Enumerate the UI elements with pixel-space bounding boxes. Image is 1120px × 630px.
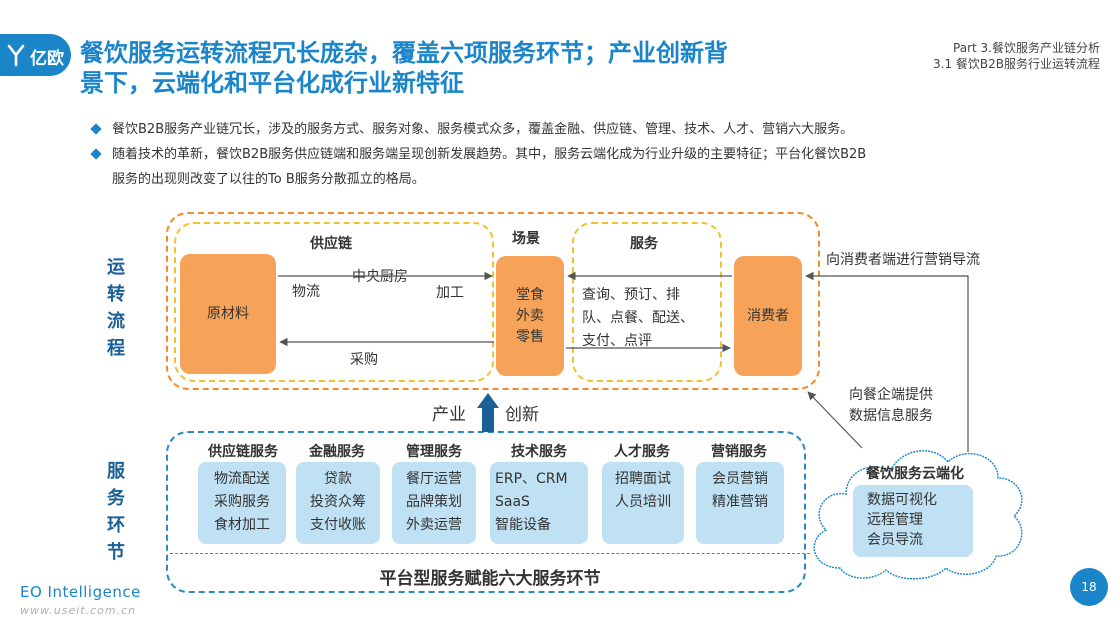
bullet-list: 餐饮B2B服务产业链冗长，涉及的服务方式、服务对象、服务模式众多，覆盖金融、供应… xyxy=(90,117,1072,192)
central-kitchen-label: 中央厨房 xyxy=(352,269,408,285)
service-group-title: 营销服务 xyxy=(711,444,767,460)
title-line-2: 景下，云端化和平台化成行业新特征 xyxy=(80,69,464,97)
bullet-item: 餐饮B2B服务产业链冗长，涉及的服务方式、服务对象、服务模式众多，覆盖金融、供应… xyxy=(90,117,1072,142)
supply-chain-label: 供应链 xyxy=(310,236,352,252)
section-indicator: Part 3.餐饮服务产业链分析 3.1 餐饮B2B服务行业运转流程 xyxy=(933,40,1100,72)
section-label-services: 服 务 环 节 xyxy=(107,461,125,563)
service-container xyxy=(572,222,722,382)
service-group-box: 贷款 投资众筹 支付收账 xyxy=(296,462,380,544)
supply-chain-container xyxy=(174,222,494,382)
section-label-operation: 运 转 流 程 xyxy=(107,257,125,359)
service-group-box: 会员营销 精准营销 xyxy=(696,462,784,544)
service-group-title: 技术服务 xyxy=(511,444,567,460)
cloud-title: 餐饮服务云端化 xyxy=(866,466,964,482)
data-service-label: 向餐企端提供 数据信息服务 xyxy=(849,387,933,424)
scene-box: 堂食 外卖 零售 xyxy=(496,256,564,376)
bullet-item-continuation: 服务的出现则改变了以往的To B服务分散孤立的格局。 xyxy=(112,172,425,187)
scene-label: 场景 xyxy=(512,231,540,247)
platform-label: 平台型服务赋能六大服务环节 xyxy=(379,569,601,589)
arrow-innovation-icon xyxy=(477,393,499,432)
page-number: 18 xyxy=(1070,568,1108,606)
logistics-label: 物流 xyxy=(292,284,320,300)
brand-footer: EO Intelligence xyxy=(20,583,141,601)
service-group-box: 餐厅运营 品牌策划 外卖运营 xyxy=(392,462,476,544)
service-group-title: 供应链服务 xyxy=(208,444,278,460)
purchase-label: 采购 xyxy=(350,352,378,368)
service-group-box: 物流配送 采购服务 食材加工 xyxy=(198,462,286,544)
service-label: 服务 xyxy=(630,236,658,252)
consumer-box: 消费者 xyxy=(734,256,802,376)
service-group-title: 金融服务 xyxy=(309,444,365,460)
watermark: www.useit.com.cn xyxy=(20,604,137,617)
subpart-label: 3.1 餐饮B2B服务行业运转流程 xyxy=(933,57,1100,71)
service-group-title: 管理服务 xyxy=(406,444,462,460)
processing-label: 加工 xyxy=(436,285,464,301)
service-group-box: ERP、CRM SaaS 智能设备 xyxy=(490,462,588,544)
part-label: Part 3.餐饮服务产业链分析 xyxy=(953,41,1100,55)
logo: 亿欧 xyxy=(0,34,72,76)
title-line-1: 餐饮服务运转流程冗长庞杂，覆盖六项服务环节；产业创新背 xyxy=(80,39,728,67)
bullet-item: 随着技术的革新，餐饮B2B服务供应链端和服务端呈现创新发展趋势。其中，服务云端化… xyxy=(90,142,1072,167)
marketing-flow-label: 向消费者端进行营销导流 xyxy=(826,252,980,268)
service-activities: 查询、预订、排 队、点餐、配送、 支付、点评 xyxy=(582,287,694,349)
innovation-label: 创新 xyxy=(505,405,539,425)
industry-label: 产业 xyxy=(432,405,466,425)
page-title: 餐饮服务运转流程冗长庞杂，覆盖六项服务环节；产业创新背 景下，云端化和平台化成行… xyxy=(80,38,860,98)
arrow-marketing-flow xyxy=(805,271,969,452)
arrow-data-service xyxy=(807,391,863,449)
platform-divider xyxy=(170,553,810,554)
logo-text: 亿欧 xyxy=(30,49,64,69)
raw-material-box: 原材料 xyxy=(180,254,276,374)
cloud-items-box: 数据可视化 远程管理 会员导流 xyxy=(853,485,973,557)
service-group-box: 招聘面试 人员培训 xyxy=(602,462,684,544)
operation-flow-container xyxy=(166,212,820,390)
service-group-title: 人才服务 xyxy=(614,444,670,460)
